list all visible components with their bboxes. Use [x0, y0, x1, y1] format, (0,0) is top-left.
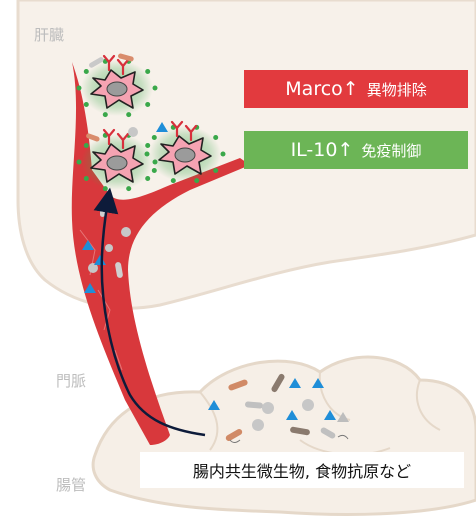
il10-dot [145, 176, 150, 181]
caption-box: 腸内共生微生物, 食物抗原など [140, 452, 464, 488]
il10-dot [153, 86, 158, 91]
cell-nucleus [107, 82, 127, 96]
il10-dot [145, 69, 150, 74]
il10-dot [221, 152, 226, 157]
il10-dot [126, 186, 131, 191]
cell-nucleus [175, 148, 195, 162]
microbe-circle [252, 419, 264, 431]
il10-dot [145, 102, 150, 107]
il10-dot [84, 176, 89, 181]
il10-dot [152, 168, 157, 173]
marco-badge-sub: 異物排除 [367, 79, 427, 100]
il10-dot [171, 178, 176, 183]
il10-dot [77, 86, 82, 91]
liver-label: 肝臓 [34, 24, 64, 45]
particle-rod [100, 205, 105, 217]
cell-nucleus [107, 156, 127, 170]
particle-grey-circle [105, 244, 113, 252]
il10-dot [84, 69, 89, 74]
il10-dot [103, 112, 108, 117]
il10-badge-sub: 免疫制御 [361, 140, 421, 161]
il10-badge: IL-10↑ 免疫制御 [244, 131, 468, 169]
il10-dot [77, 160, 82, 165]
microbe-circle [302, 399, 314, 411]
marco-badge: Marco↑ 異物排除 [244, 70, 468, 108]
il10-dot [84, 143, 89, 148]
il10-badge-main: IL-10↑ [291, 139, 354, 161]
portal-vein-label: 門脈 [56, 370, 86, 391]
il10-dot [103, 186, 108, 191]
il10-dot [152, 135, 157, 140]
particle-grey-circle [128, 127, 138, 137]
il10-dot [213, 168, 218, 173]
intestine-label: 腸管 [56, 474, 86, 495]
il10-dot [126, 112, 131, 117]
il10-dot [213, 135, 218, 140]
particle-grey-circle [121, 227, 131, 237]
marco-badge-main: Marco↑ [285, 78, 358, 100]
il10-dot [84, 102, 89, 107]
il10-dot [194, 178, 199, 183]
il10-dot [145, 152, 150, 157]
il10-dot [145, 143, 150, 148]
microbe-circle [262, 402, 274, 414]
